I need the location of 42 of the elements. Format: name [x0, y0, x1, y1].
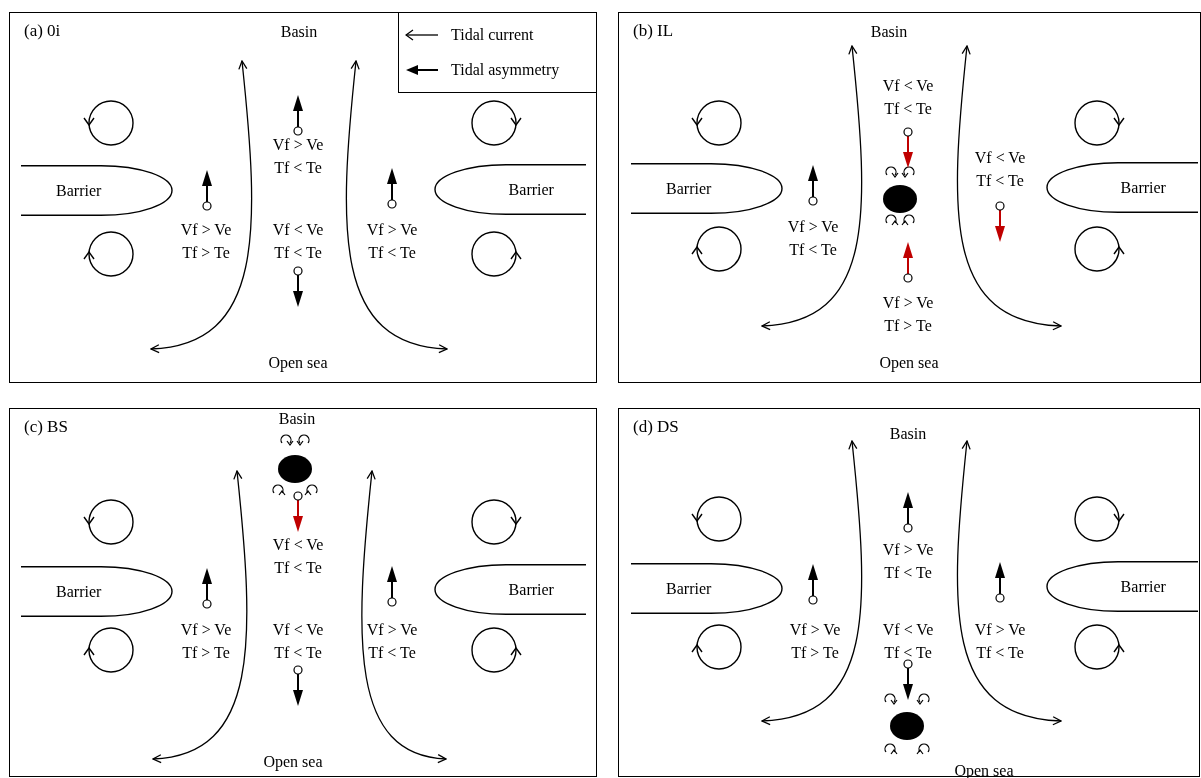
barrier-label: Barrier	[666, 579, 712, 598]
panel-title: (c) BS	[24, 417, 68, 437]
panel-frame	[618, 408, 1200, 777]
location-label: Basin	[278, 408, 316, 429]
condition-text: Vf < Ve Tf < Te	[271, 535, 325, 578]
condition-text: Vf > Ve Tf > Te	[179, 220, 233, 263]
condition-text: Vf < Ve Tf < Te	[271, 620, 325, 663]
barrier-label: Barrier	[56, 181, 102, 200]
location-label: Basin	[280, 21, 318, 42]
barrier-label: Barrier	[1120, 577, 1166, 596]
condition-text: Vf > Ve Tf < Te	[881, 540, 935, 583]
barrier-label: Barrier	[508, 580, 554, 599]
location-label: Open sea	[263, 751, 323, 773]
location-label: Open sea	[954, 760, 1014, 778]
condition-text: Vf < Ve Tf < Te	[271, 220, 325, 263]
barrier-label: Barrier	[56, 582, 102, 601]
legend-text: Tidal current	[451, 25, 534, 44]
panel-title: (b) IL	[633, 21, 674, 41]
condition-text: Vf < Ve Tf < Te	[973, 148, 1027, 191]
panel-title: (a) 0i	[24, 21, 61, 41]
location-label: Basin	[870, 21, 908, 42]
barrier-label: Barrier	[1120, 178, 1166, 197]
condition-text: Vf > Ve Tf < Te	[786, 217, 840, 260]
panel-title: (d) DS	[633, 417, 679, 437]
condition-text: Vf > Ve Tf > Te	[881, 293, 935, 336]
barrier-label: Barrier	[508, 180, 554, 199]
condition-text: Vf > Ve Tf < Te	[365, 220, 419, 263]
location-label: Open sea	[879, 352, 939, 374]
barrier-label: Barrier	[666, 179, 712, 198]
panel-frame	[9, 408, 597, 777]
condition-text: Vf > Ve Tf < Te	[973, 620, 1027, 663]
condition-text: Vf > Ve Tf < Te	[271, 135, 325, 178]
condition-text: Vf < Ve Tf < Te	[881, 620, 935, 663]
condition-text: Vf > Ve Tf < Te	[365, 620, 419, 663]
panel-frame	[9, 12, 597, 383]
condition-text: Vf < Ve Tf < Te	[881, 76, 935, 119]
legend-text: Tidal asymmetry	[451, 61, 560, 80]
condition-text: Vf > Ve Tf > Te	[788, 620, 842, 663]
location-label: Open sea	[268, 352, 328, 374]
panel-frame	[618, 12, 1201, 383]
location-label: Basin	[889, 423, 927, 444]
condition-text: Vf > Ve Tf > Te	[179, 620, 233, 663]
